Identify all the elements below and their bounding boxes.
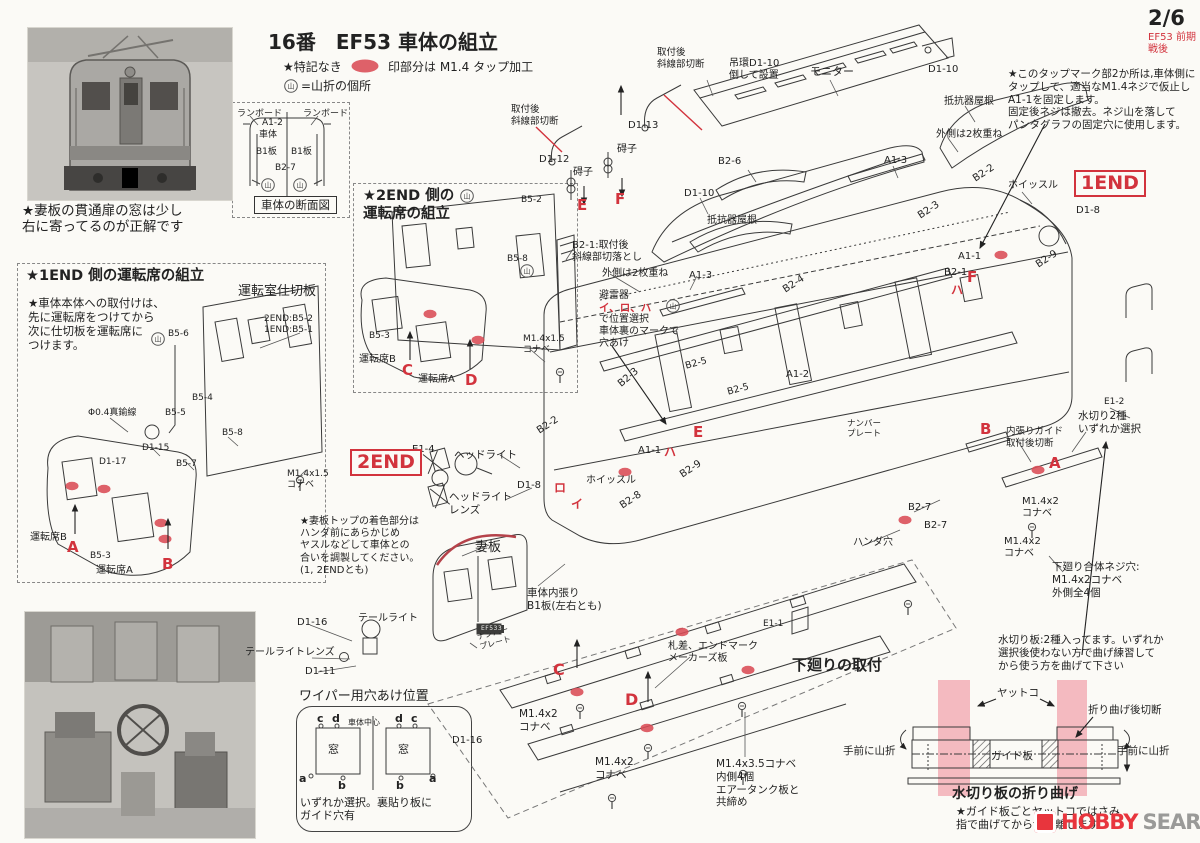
hobby-search-icon [1034,811,1056,833]
tap-mark [570,687,584,697]
mountain-fold-mark [151,332,165,346]
leader-line [259,332,301,349]
tap-mark [675,627,689,637]
leader-line [469,642,478,649]
svg-text:山: 山 [155,335,162,344]
tap-mark [640,723,654,733]
tap-mark [154,518,168,528]
cut-line [663,94,703,131]
leader-line [829,79,839,97]
cross-section-box [232,102,350,218]
svg-text:山: 山 [265,181,272,190]
leader-line [689,275,698,291]
leader-line [499,454,521,469]
leader-line [185,461,195,471]
leader-line [530,349,546,363]
leader-line [1048,555,1064,573]
mountain-fold-mark [293,178,307,192]
leader-line [947,137,959,153]
locomotive-front-art [28,28,232,200]
arrow [1081,440,1109,656]
leader-line [913,499,941,513]
svg-text:山: 山 [524,267,531,276]
leader-line [311,657,351,660]
leader-line [1109,407,1131,419]
hobby-search-text1: HOBBY [1061,810,1138,834]
mountain-fold-mark [666,299,680,313]
leader-line [504,487,533,501]
leader-line [1015,437,1032,463]
tap-mark [97,484,111,494]
leader-line [109,417,129,433]
mountain-fold-mark [261,178,275,192]
leader-line [309,624,353,642]
svg-text:山: 山 [464,192,471,201]
leader-line [964,105,976,123]
leader-line [747,169,757,183]
leader-line [151,447,161,457]
mountain-fold-mark [520,264,534,278]
arrow [1075,716,1094,738]
locomotive-front-photo [28,28,232,200]
leader-line [295,469,307,481]
tap-mark [158,534,172,544]
cab-2end-box [353,183,578,393]
tap-mark [994,250,1008,260]
tap-mark [351,59,379,73]
cut-line [535,126,563,153]
leader-line [654,656,691,689]
cab-interior-photo [25,612,255,838]
leader-line [609,273,641,293]
leader-line [461,544,490,557]
svg-text:山: 山 [670,302,677,311]
mountain-fold-mark [460,189,474,203]
mountain-fold-mark [284,79,298,93]
tap-mark [471,335,485,345]
arrow [611,345,667,425]
tap-mark [618,467,632,477]
arrow [1039,698,1055,707]
leader-line [861,529,901,547]
tap-mark [1031,465,1045,475]
arrow [979,123,1046,249]
svg-text:山: 山 [297,181,304,190]
leader-line [706,79,714,97]
leader-line [1021,191,1033,205]
leader-line [892,165,899,179]
leader-line [227,436,239,447]
tap-mark [741,665,755,675]
leader-line [565,245,576,261]
leader-line [1071,431,1087,453]
arrow [976,698,997,707]
cab-1end-box [17,263,326,583]
leader-line [537,563,566,587]
wiper-hole-box [296,706,472,832]
leader-line [249,115,259,126]
tap-mark [898,515,912,525]
hobby-search-logo: HOBBY SEARCH [1034,810,1200,834]
tap-mark [423,309,437,319]
svg-text:山: 山 [288,82,295,91]
hobby-search-text2: SEARCH [1142,810,1200,834]
leader-line [699,197,709,215]
leader-line [317,665,357,673]
tap-mark [65,481,79,491]
leader-line [310,115,319,126]
cab-interior-art [25,612,255,838]
